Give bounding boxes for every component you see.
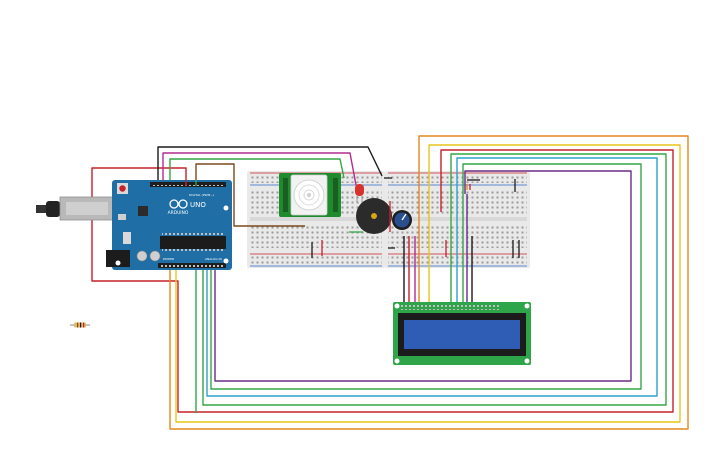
header-wire-stubs (185, 180, 197, 186)
loose-resistor[interactable] (70, 322, 90, 328)
arduino-uno[interactable]: ARDUINO UNO DIGITAL (PWM~) POWER ANALOG … (36, 180, 232, 270)
reset-button-icon[interactable] (117, 183, 128, 194)
pir-sensor-icon (293, 179, 325, 211)
pir-sensor[interactable] (279, 173, 341, 217)
usb-connector-icon[interactable] (36, 196, 115, 221)
wire-green-lcd[interactable] (202, 153, 667, 406)
wire-red-lcd[interactable] (200, 149, 674, 413)
wire-cyan-lcd[interactable] (206, 157, 658, 397)
resistor-icon (70, 322, 90, 328)
lcd-16x2-display[interactable] (393, 302, 531, 365)
wires (91, 135, 689, 430)
lcd-wires (403, 194, 473, 304)
power-header-label: POWER (163, 257, 174, 261)
dc-power-jack-icon (106, 250, 130, 267)
lcd-screen (404, 320, 520, 349)
potentiometer-icon[interactable] (392, 210, 412, 230)
wire-brown[interactable] (195, 163, 305, 227)
digital-header-label: DIGITAL (PWM~) (189, 193, 214, 197)
wire-black-ground[interactable] (157, 146, 383, 182)
wire-magenta-led[interactable] (162, 152, 357, 186)
piezo-buzzer[interactable] (356, 198, 392, 234)
wire-orange-lcd[interactable] (169, 135, 689, 430)
arduino-logo-text: ARDUINO (168, 210, 189, 216)
analog-header-label: ANALOG IN (205, 257, 222, 261)
wire-red-power[interactable] (91, 167, 200, 413)
wire-green2-lcd[interactable] (210, 163, 642, 390)
wire-green-pir[interactable] (169, 158, 345, 182)
wire-yellow-lcd[interactable] (175, 144, 681, 423)
piezo-buzzer-icon (356, 198, 392, 234)
led[interactable] (355, 184, 364, 202)
breadboard-jumpers (311, 177, 520, 258)
wire-purple-lcd[interactable] (214, 170, 632, 382)
arduino-model-text: UNO (190, 201, 206, 209)
led-icon (355, 184, 364, 202)
potentiometer[interactable] (392, 210, 412, 230)
arduino-infinity-logo-icon (169, 199, 188, 209)
